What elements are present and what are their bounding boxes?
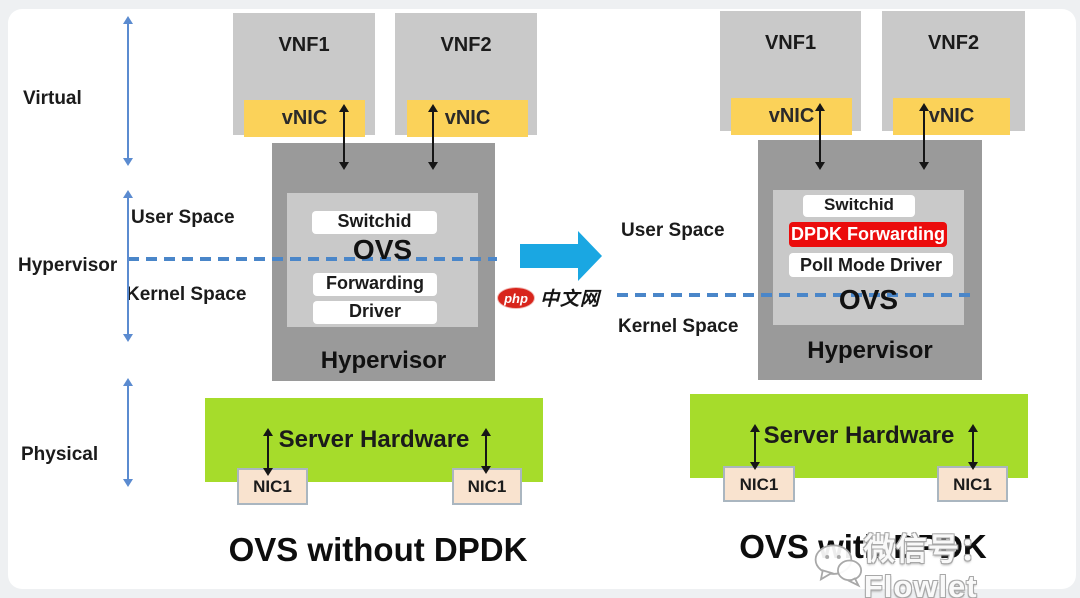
left-nic1-flow-arrow xyxy=(263,428,273,476)
right-dpdk-forwarding-chip: DPDK Forwarding xyxy=(789,222,947,247)
left-ovs-label: OVS xyxy=(352,234,413,265)
left-nic2-flow-arrow xyxy=(481,428,491,474)
right-server-hardware-label: Server Hardware xyxy=(763,422,955,449)
right-nic2-flow-arrow xyxy=(968,424,978,470)
layer-label-virtual: Virtual xyxy=(23,88,82,109)
php-logo-site-text: 中文网 xyxy=(540,289,601,310)
left-nic1-label: NIC1 xyxy=(253,477,292,496)
right-user-kernel-divider xyxy=(617,293,977,297)
hypervisor-span-arrow xyxy=(123,190,133,342)
left-server-hardware-label: Server Hardware xyxy=(278,426,470,453)
right-nic2-label: NIC1 xyxy=(953,475,992,494)
physical-span-arrow xyxy=(123,378,133,487)
left-vnf1-vnic-label: vNIC xyxy=(281,107,328,129)
left-switchid-chip: Switchid xyxy=(312,211,437,234)
right-hypervisor-label: Hypervisor xyxy=(807,337,933,364)
wechat-icon xyxy=(814,543,863,588)
right-dpdk-forwarding-label: DPDK Forwarding xyxy=(790,224,945,244)
right-vnic1-flow-arrow xyxy=(815,103,825,170)
right-nic1-flow-arrow xyxy=(750,424,760,470)
right-switchid-chip: Switchid xyxy=(803,195,915,217)
transition-arrow-icon xyxy=(520,231,602,281)
left-nic2-label: NIC1 xyxy=(467,477,507,496)
right-vnic2-flow-arrow xyxy=(919,103,929,170)
left-vnf2-vnic-box: vNIC xyxy=(407,100,528,137)
left-hypervisor-label: Hypervisor xyxy=(320,347,447,374)
layer-label-physical: Physical xyxy=(21,444,99,465)
right-vnf1-label: VNF1 xyxy=(764,32,817,54)
left-driver-chip: Driver xyxy=(313,301,437,324)
watermark-text: 微信号：Flowlet xyxy=(863,532,992,598)
right-ovs-label: OVS xyxy=(838,284,899,315)
virtual-span-arrow xyxy=(123,16,133,166)
left-user-space-label: User Space xyxy=(131,207,235,228)
right-vnf1-vnic-box: vNIC xyxy=(731,98,852,135)
watermark: 微信号：Flowlet xyxy=(812,524,1080,598)
left-switchid-label: Switchid xyxy=(337,211,412,231)
right-user-space-label: User Space xyxy=(621,220,725,241)
php-logo-oval: php xyxy=(497,286,535,309)
left-forwarding-label: Forwarding xyxy=(326,273,424,293)
layer-label-hypervisor: Hypervisor xyxy=(18,255,118,276)
left-driver-label: Driver xyxy=(348,301,402,321)
left-caption: OVS without DPDK xyxy=(228,531,528,568)
right-switchid-label: Switchid xyxy=(824,195,894,214)
right-nic1-box: NIC1 xyxy=(723,466,795,502)
right-caption: OVS with DPDK xyxy=(739,528,987,565)
right-vnf1-vnic-label: vNIC xyxy=(768,105,815,127)
left-vnic2-flow-arrow xyxy=(428,104,438,170)
right-poll-mode-driver-label: Poll Mode Driver xyxy=(799,255,943,275)
right-vnf2-vnic-label: vNIC xyxy=(928,105,975,127)
left-vnf1-label: VNF1 xyxy=(278,34,330,56)
left-kernel-space-label: Kernel Space xyxy=(126,284,247,305)
left-nic2-box: NIC1 xyxy=(452,468,522,505)
right-poll-mode-driver-chip: Poll Mode Driver xyxy=(789,253,953,277)
left-forwarding-chip: Forwarding xyxy=(313,273,437,296)
left-vnic1-flow-arrow xyxy=(339,104,349,170)
php-cn-logo: php 中文网 xyxy=(497,284,600,311)
right-vnf2-vnic-box: vNIC xyxy=(893,98,1010,135)
left-vnf2-vnic-label: vNIC xyxy=(444,107,491,129)
left-user-kernel-divider xyxy=(128,257,497,261)
right-kernel-space-label: Kernel Space xyxy=(618,316,739,337)
right-nic1-label: NIC1 xyxy=(739,475,779,494)
right-vnf2-label: VNF2 xyxy=(927,32,980,54)
right-nic2-box: NIC1 xyxy=(937,466,1008,502)
left-vnf2-label: VNF2 xyxy=(440,34,492,56)
